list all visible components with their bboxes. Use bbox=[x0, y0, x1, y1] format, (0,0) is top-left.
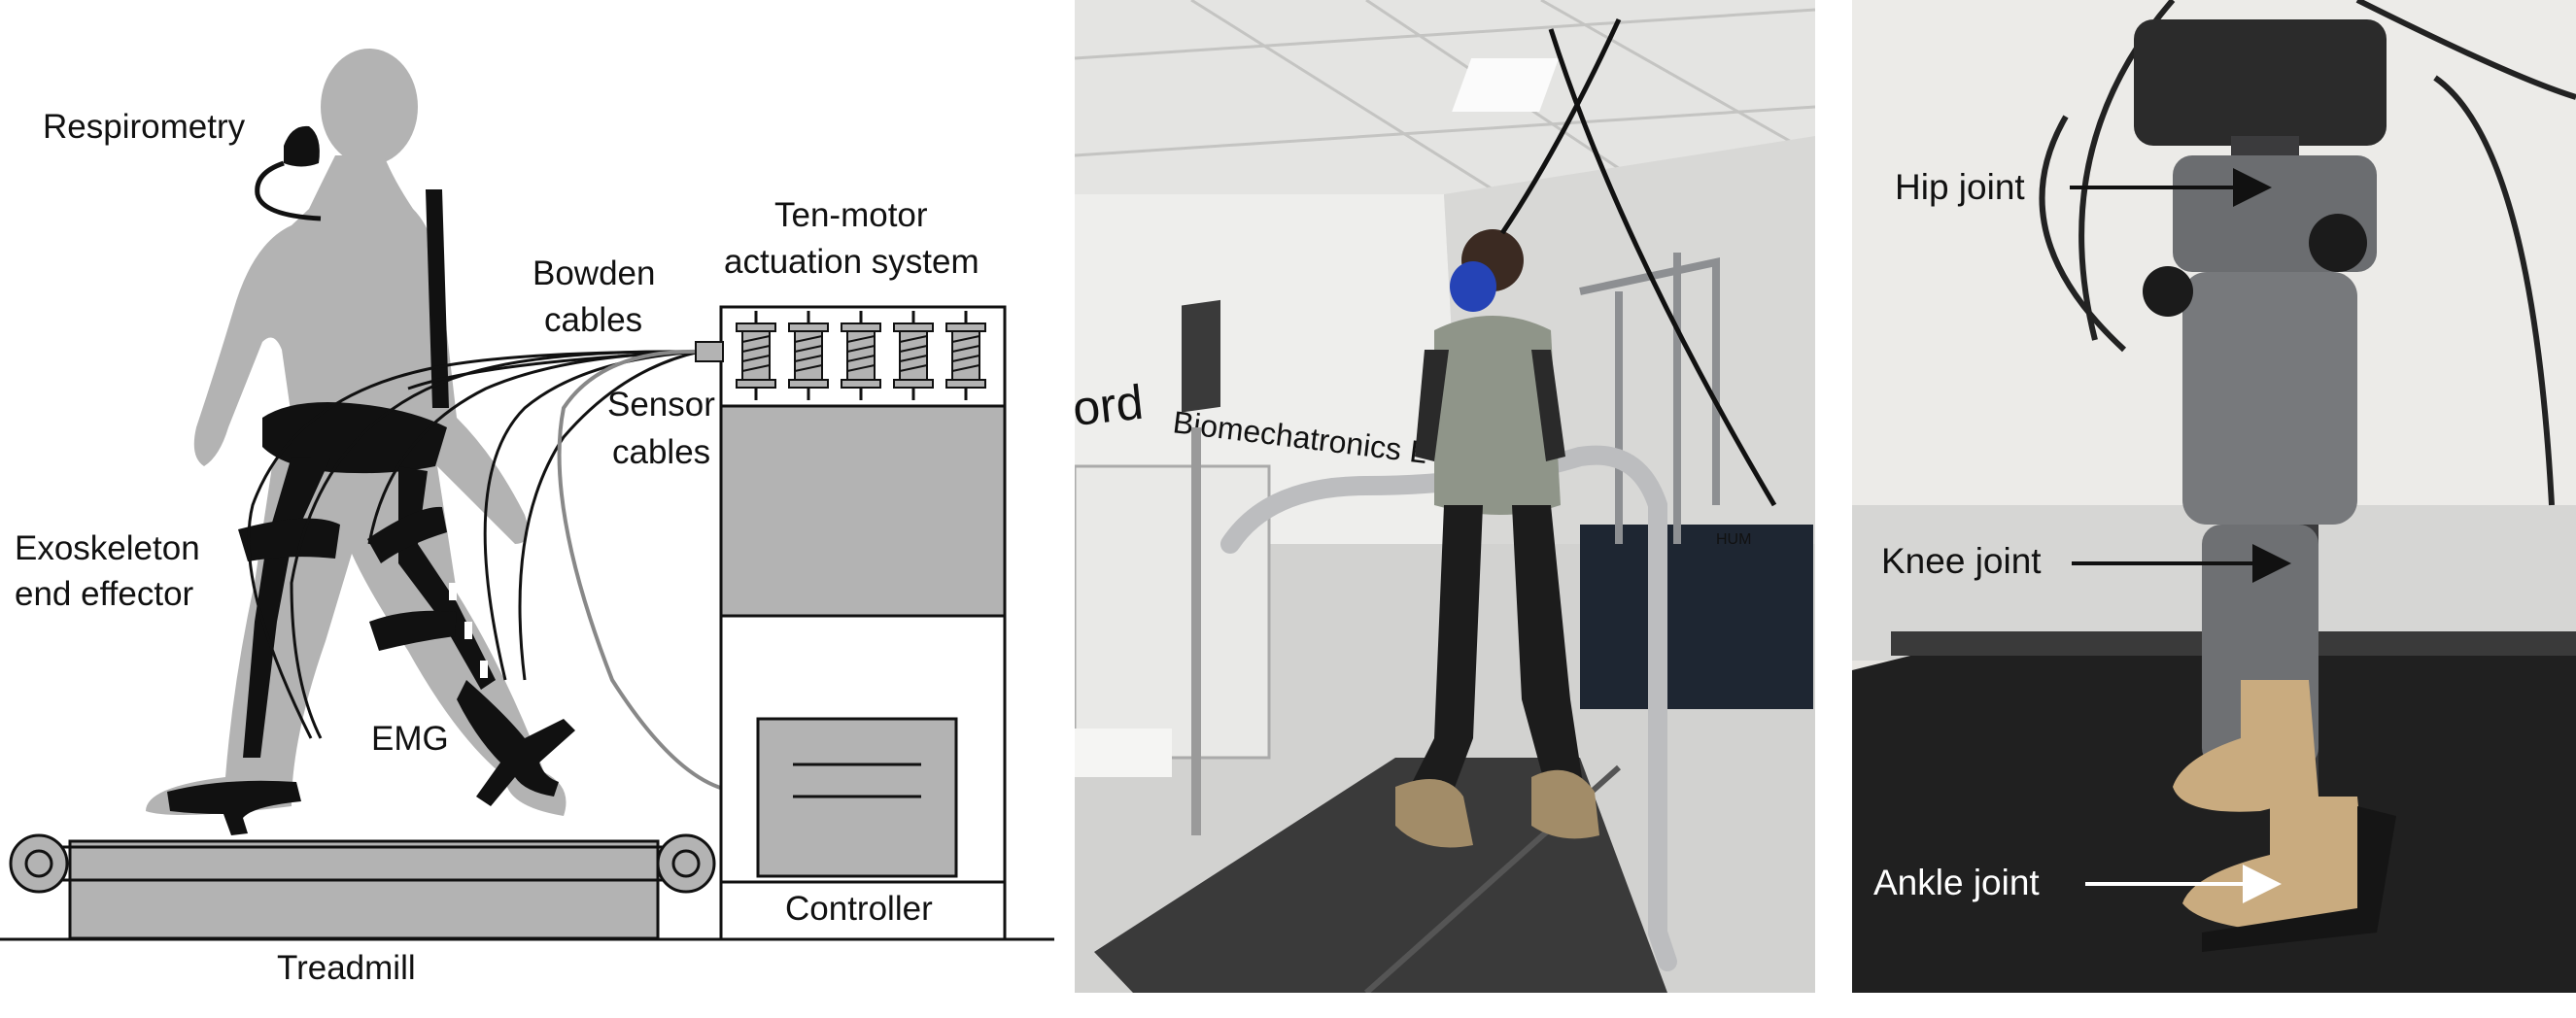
label-sensor-line2: cables bbox=[612, 433, 710, 471]
label-sensor-line1: Sensor bbox=[607, 386, 715, 424]
photo-lab-treadmill: ord Biomechatronics L HUM bbox=[1075, 0, 1815, 993]
label-controller: Controller bbox=[785, 890, 933, 928]
label-treadmill: Treadmill bbox=[277, 949, 416, 987]
label-hip-joint: Hip joint bbox=[1895, 167, 2025, 207]
motor-spool bbox=[789, 311, 828, 400]
motor-spool bbox=[894, 311, 933, 400]
actuation-tower bbox=[696, 307, 1005, 939]
equipment-racks: HUM bbox=[1580, 525, 1813, 709]
label-exoskeleton-line1: Exoskeleton bbox=[15, 529, 200, 567]
treadmill bbox=[11, 835, 714, 938]
label-motor-line2: actuation system bbox=[724, 243, 979, 281]
label-bowden-line1: Bowden bbox=[532, 254, 655, 292]
schematic-diagram: Respirometry Bowden cables Ten-motor act… bbox=[0, 0, 1059, 1013]
label-motor-line1: Ten-motor bbox=[774, 196, 928, 234]
motor-spool bbox=[946, 311, 985, 400]
label-exoskeleton-line2: end effector bbox=[15, 575, 194, 613]
label-bowden-line2: cables bbox=[544, 301, 642, 339]
wall-text-left: ord bbox=[1075, 375, 1146, 436]
equipment-text: HUM bbox=[1716, 531, 1751, 548]
label-emg: EMG bbox=[371, 720, 449, 758]
label-ankle-joint: Ankle joint bbox=[1873, 863, 2040, 902]
label-respirometry: Respirometry bbox=[43, 108, 246, 146]
motor-spool bbox=[841, 311, 880, 400]
motor-spool bbox=[737, 311, 775, 400]
label-knee-joint: Knee joint bbox=[1881, 541, 2042, 581]
photo-exoskeleton-closeup: Hip joint Knee joint Ankle joint bbox=[1852, 0, 2576, 993]
